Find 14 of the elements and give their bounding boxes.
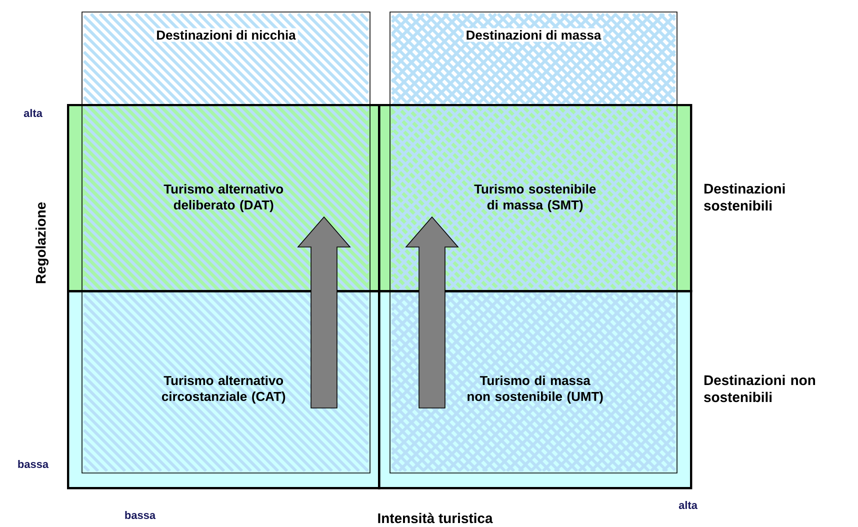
quadrant-cell: Turismo alternativo circostanziale (CAT)	[67, 290, 380, 490]
axis-title: Regolazione	[35, 202, 49, 284]
block-arrow	[297, 216, 351, 408]
node-label: Destinazioni non sostenibili	[704, 374, 816, 402]
axis-title: Intensità turistica	[378, 512, 493, 524]
block-arrow	[405, 216, 459, 408]
axis-level: alta	[678, 500, 698, 510]
axis-level: bassa	[18, 460, 49, 468]
quadrant-cell: Turismo sostenibile di massa (SMT)	[378, 104, 692, 292]
axis-level: bassa	[125, 510, 156, 520]
axis-level: alta	[24, 108, 42, 118]
quadrant-cell: Turismo alternativo deliberato (DAT)	[67, 104, 380, 292]
quadrant-cell: Turismo di massa non sostenibile (UMT)	[378, 290, 692, 490]
node-label: Destinazioni sostenibili	[704, 183, 785, 211]
